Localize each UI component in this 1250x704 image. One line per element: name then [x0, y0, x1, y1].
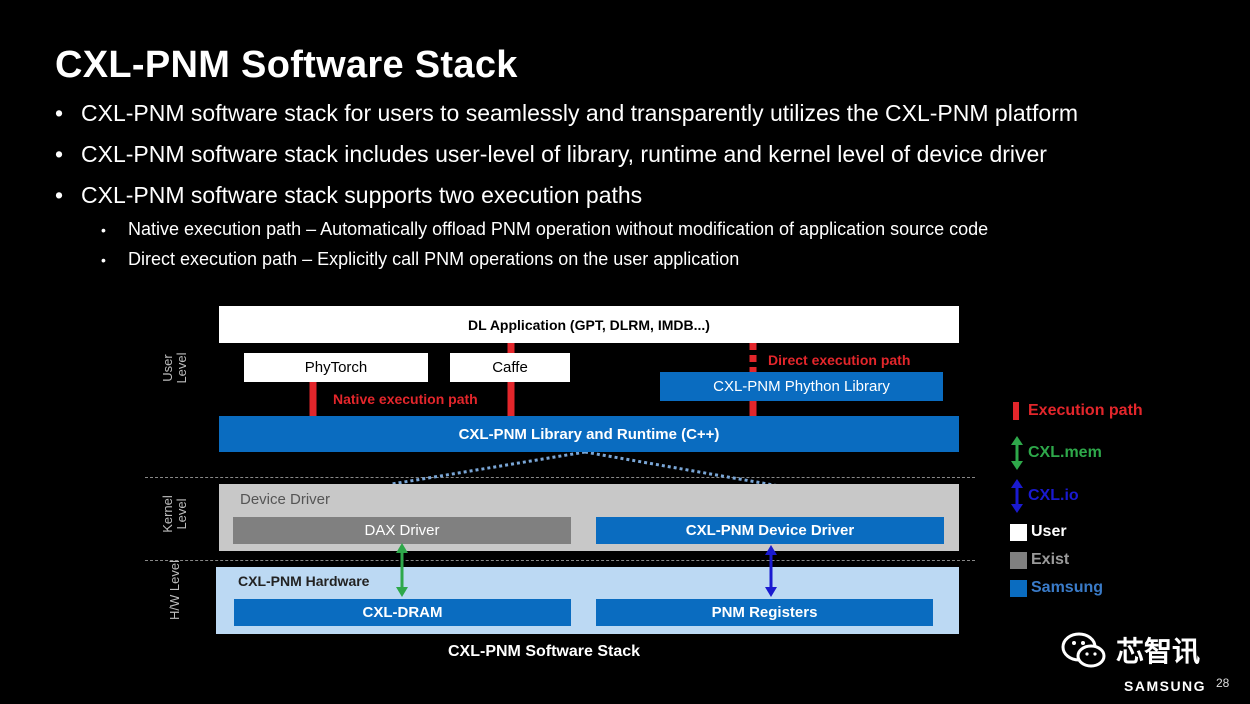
green-double-arrow-icon — [1011, 436, 1023, 470]
device-driver-label: Device Driver — [240, 491, 331, 508]
native-path-label: Native execution path — [333, 391, 478, 407]
blue-double-arrow-icon — [1011, 479, 1023, 513]
cxl-io-arrow — [765, 545, 777, 597]
red-bar-icon — [1013, 402, 1019, 420]
white-swatch-icon — [1010, 523, 1027, 541]
legend-exist: Exist — [1010, 551, 1069, 569]
diagram-caption: CXL-PNM Software Stack — [448, 643, 641, 660]
hardware-label: CXL-PNM Hardware — [238, 573, 370, 589]
watermark-text: 芯智讯 — [1116, 636, 1201, 667]
cxl-dram-box: CXL-DRAM — [234, 599, 571, 626]
bullet-text: CXL-PNM software stack for users to seam… — [81, 100, 1079, 126]
sub-bullet-text: Native execution path – Automatically of… — [128, 219, 989, 239]
pnm-device-driver-box: CXL-PNM Device Driver — [596, 517, 944, 544]
legend-samsung: Samsung — [1010, 579, 1103, 597]
sub-bullet-item: •Direct execution path – Explicitly call… — [101, 249, 740, 269]
python-library-box: CXL-PNM Phython Library — [660, 372, 943, 401]
phytorch-box: PhyTorch — [244, 353, 428, 382]
bullet-text: CXL-PNM software stack includes user-lev… — [81, 141, 1047, 167]
dax-driver-box: DAX Driver — [233, 517, 571, 544]
runtime-to-dax-dotted — [391, 450, 586, 486]
library-runtime-box: CXL-PNM Library and Runtime (C++) — [219, 416, 959, 452]
bullet-text: CXL-PNM software stack supports two exec… — [81, 182, 643, 208]
watermark: 芯智讯 — [1060, 630, 1200, 670]
runtime-to-pnm-driver-dotted — [584, 450, 786, 489]
page-number: 28 — [1216, 676, 1230, 690]
kernel-hw-separator — [145, 560, 975, 561]
page-title: CXL-PNM Software Stack — [55, 44, 518, 86]
sub-bullet-text: Direct execution path – Explicitly call … — [128, 249, 740, 269]
user-kernel-separator — [145, 477, 975, 478]
samsung-logo: SAMSUNG — [1124, 678, 1207, 694]
dl-application-box: DL Application (GPT, DLRM, IMDB...) — [219, 306, 959, 343]
gray-swatch-icon — [1010, 551, 1027, 569]
sub-bullet-item: •Native execution path – Automatically o… — [101, 219, 989, 239]
cxl-mem-arrow — [396, 543, 408, 597]
bullet-item: •CXL-PNM software stack supports two exe… — [55, 182, 643, 208]
caffe-box: Caffe — [450, 353, 570, 382]
legend-user: User — [1010, 523, 1067, 541]
bullet-item: •CXL-PNM software stack for users to sea… — [55, 100, 1079, 126]
bullet-item: •CXL-PNM software stack includes user-le… — [55, 141, 1047, 167]
direct-path-label: Direct execution path — [768, 352, 911, 368]
legend-cxl-io: CXL.io — [1010, 479, 1079, 513]
wechat-icon — [1061, 632, 1106, 668]
blue-swatch-icon — [1010, 579, 1027, 597]
legend-cxl-mem: CXL.mem — [1010, 436, 1102, 470]
bullet-list: •CXL-PNM software stack for users to sea… — [55, 100, 1205, 279]
legend-execution-path: Execution path — [1013, 402, 1143, 420]
pnm-registers-box: PNM Registers — [596, 599, 933, 626]
